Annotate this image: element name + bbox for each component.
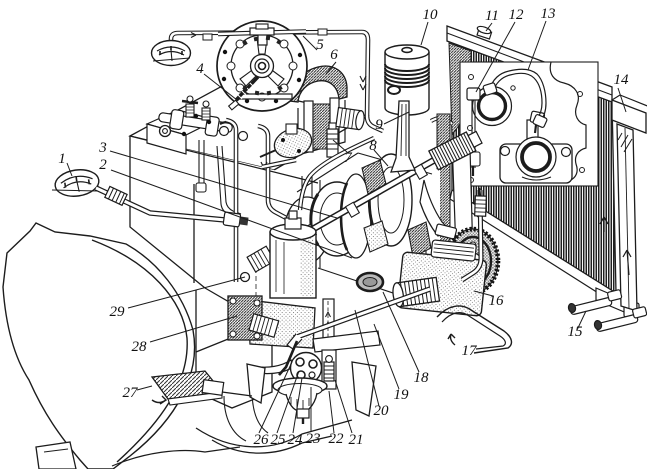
svg-text:21: 21 — [349, 432, 364, 448]
svg-text:12: 12 — [509, 7, 525, 23]
svg-text:3: 3 — [98, 140, 107, 156]
svg-text:10: 10 — [423, 7, 439, 23]
svg-text:7: 7 — [344, 150, 353, 166]
svg-text:25: 25 — [271, 432, 287, 448]
svg-text:4: 4 — [196, 61, 204, 77]
svg-text:19: 19 — [394, 387, 410, 403]
svg-text:5: 5 — [316, 37, 324, 53]
svg-text:29: 29 — [110, 304, 126, 320]
svg-text:26: 26 — [254, 432, 270, 448]
svg-text:14: 14 — [614, 72, 630, 88]
svg-text:15: 15 — [568, 324, 584, 340]
svg-text:23: 23 — [306, 431, 321, 447]
svg-text:2: 2 — [99, 157, 107, 173]
svg-text:20: 20 — [374, 403, 390, 419]
svg-text:6: 6 — [330, 47, 338, 63]
svg-text:8: 8 — [369, 138, 377, 154]
svg-text:28: 28 — [132, 339, 148, 355]
svg-text:9: 9 — [375, 117, 383, 133]
svg-text:16: 16 — [489, 293, 505, 309]
svg-text:27: 27 — [123, 385, 140, 401]
svg-text:17: 17 — [462, 343, 479, 359]
svg-text:1: 1 — [58, 151, 66, 167]
svg-text:22: 22 — [329, 431, 345, 447]
svg-text:24: 24 — [288, 432, 304, 448]
svg-text:11: 11 — [485, 8, 499, 24]
svg-text:18: 18 — [414, 370, 430, 386]
svg-text:13: 13 — [541, 6, 556, 22]
